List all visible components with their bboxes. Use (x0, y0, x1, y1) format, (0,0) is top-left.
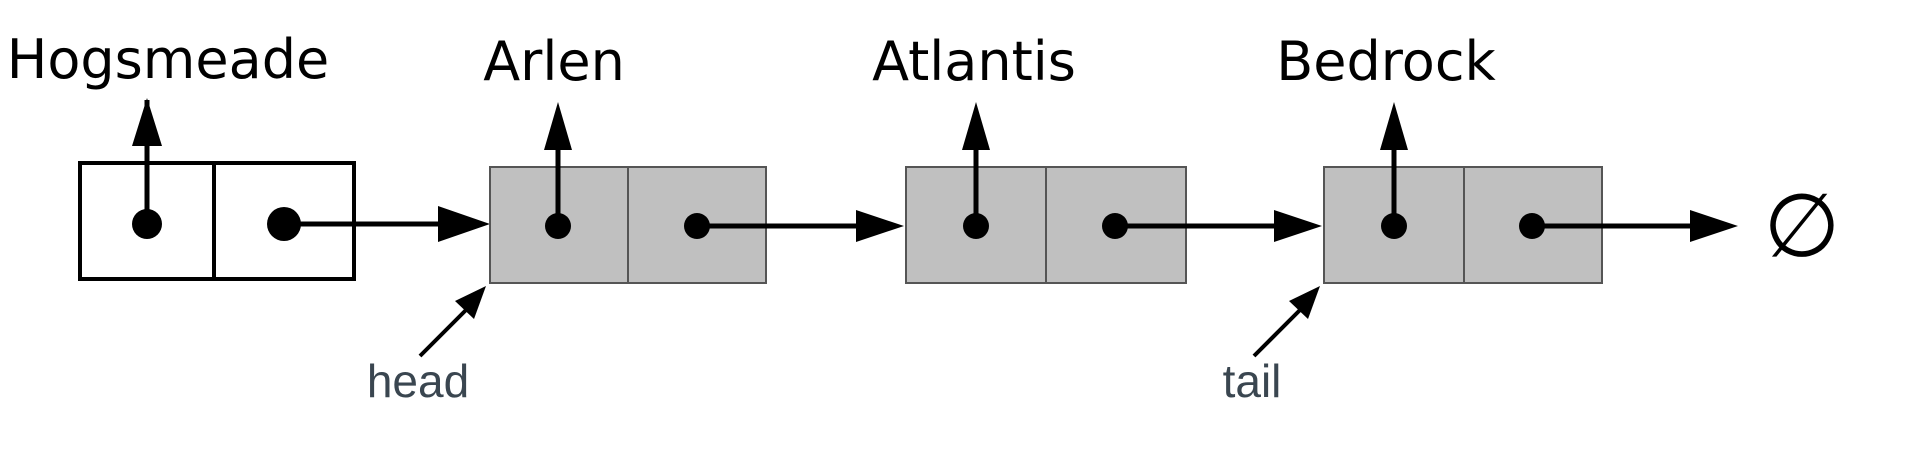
node-hogsmeade: Hogsmeade (7, 28, 356, 281)
tail-pointer-arrowhead (1289, 286, 1320, 319)
node-hogsmeade-label: Hogsmeade (7, 28, 329, 91)
node-hogsmeade-data-arrowhead (132, 98, 162, 146)
head-pointer: head (367, 286, 486, 407)
node-atlantis-data-arrowhead (962, 102, 990, 150)
null-symbol: ∅ (1764, 174, 1841, 277)
node-atlantis: Atlantis (872, 30, 1187, 284)
tail-pointer-arrow (1252, 304, 1306, 358)
head-pointer-arrowhead (455, 286, 486, 319)
node-arlen-data-arrowhead (544, 102, 572, 150)
node-arlen-label: Arlen (483, 30, 625, 93)
tail-pointer: tail (1223, 286, 1320, 407)
node-bedrock: Bedrock (1276, 30, 1603, 284)
link-hogsmeade-to-arlen-arrowhead (438, 206, 490, 242)
link-atlantis-to-bedrock-arrowhead (1274, 210, 1322, 242)
head-pointer-arrow (418, 304, 472, 358)
link-arlen-to-atlantis-arrowhead (856, 210, 904, 242)
link-bedrock-to-null-arrowhead (1690, 210, 1738, 242)
node-bedrock-data-arrowhead (1380, 102, 1408, 150)
tail-pointer-label: tail (1223, 355, 1282, 407)
node-atlantis-label: Atlantis (872, 30, 1076, 93)
node-arlen: Arlen (483, 30, 767, 284)
head-pointer-label: head (367, 355, 469, 407)
node-bedrock-label: Bedrock (1276, 30, 1496, 93)
